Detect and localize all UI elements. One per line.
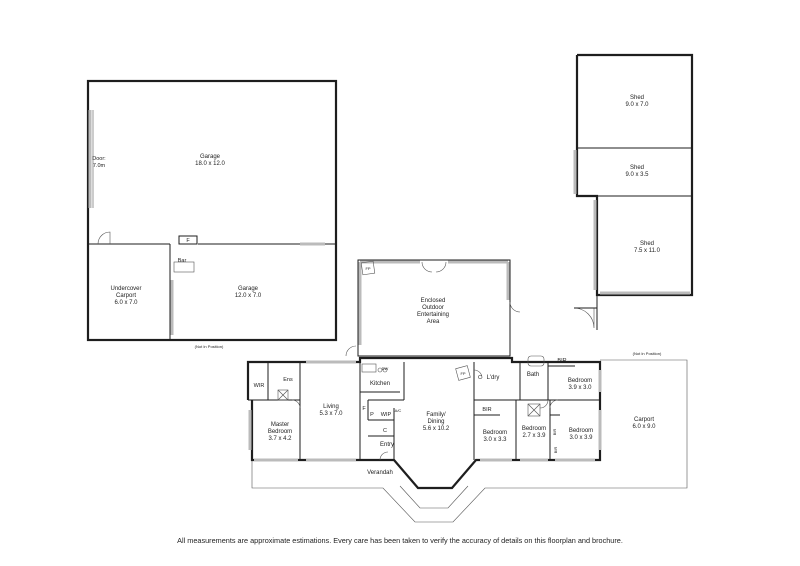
pantry-f-label: F bbox=[362, 406, 366, 412]
bedroom-1-size: 3.9 x 3.0 bbox=[568, 385, 592, 391]
bir-bed4-label: BIR bbox=[553, 447, 558, 454]
living-name: Living bbox=[323, 404, 339, 410]
carport-size: 6.0 x 9.0 bbox=[632, 424, 656, 430]
entry-closet-label: C bbox=[383, 428, 387, 434]
shed-complex bbox=[573, 53, 694, 330]
master-bedroom-size: 3.7 x 4.2 bbox=[268, 436, 292, 442]
garage-small-name: Garage bbox=[238, 286, 259, 292]
laundry-label: L'dry bbox=[487, 375, 500, 381]
undercover-carport-line2: Carport bbox=[116, 293, 136, 299]
shed-3-size: 7.5 x 11.0 bbox=[634, 248, 661, 254]
kitchen-label: Kitchen bbox=[370, 381, 390, 387]
bedroom-3-name: Bedroom bbox=[522, 426, 546, 432]
garage-main-name: Garage bbox=[200, 154, 221, 160]
laundry-closet-label: C bbox=[478, 375, 482, 381]
master-bedroom-line2: Bedroom bbox=[268, 429, 292, 435]
bedroom-4-size: 3.0 x 3.9 bbox=[569, 435, 593, 441]
bedroom-1-name: Bedroom bbox=[568, 378, 592, 384]
undercover-carport-line1: Undercover bbox=[110, 286, 141, 292]
garage-door-label: Door: bbox=[92, 156, 106, 162]
bir-bed3-label: BIR bbox=[552, 429, 557, 436]
garage-complex bbox=[86, 79, 338, 342]
outdoor-line1: Enclosed bbox=[421, 298, 446, 304]
verandah-label: Verandah bbox=[367, 470, 393, 476]
shed-1-size: 9.0 x 7.0 bbox=[625, 102, 649, 108]
aircon-label: A/C bbox=[395, 408, 402, 413]
not-in-position-right: (Not In Position) bbox=[633, 351, 662, 356]
bir-top-label: BIR bbox=[557, 358, 566, 364]
bedroom-2-name: Bedroom bbox=[483, 430, 507, 436]
ensuite-label: Ens bbox=[283, 377, 293, 383]
not-in-position-left: (Not In Position) bbox=[195, 344, 224, 349]
main-house bbox=[246, 355, 688, 523]
garage-fireplace-label: F bbox=[186, 238, 190, 244]
family-dining-line2: Dining bbox=[427, 419, 444, 425]
wip-label: WIP bbox=[381, 412, 392, 418]
bedroom-4-name: Bedroom bbox=[569, 428, 593, 434]
shed-1-name: Shed bbox=[630, 95, 644, 101]
family-dining-size: 5.6 x 10.2 bbox=[423, 426, 450, 432]
garage-small-size: 12.0 x 7.0 bbox=[235, 293, 262, 299]
master-bedroom-line1: Master bbox=[271, 422, 289, 428]
outdoor-line4: Area bbox=[427, 319, 440, 325]
pantry-p-label: P bbox=[370, 412, 374, 418]
dishwasher-label: DW bbox=[382, 366, 389, 371]
bir-bed2-label: BIR bbox=[482, 407, 491, 413]
bar-label: Bar bbox=[178, 258, 187, 264]
wir-label: WIR bbox=[254, 383, 265, 389]
shed-2-size: 9.0 x 3.5 bbox=[625, 172, 649, 178]
shed-3-name: Shed bbox=[640, 241, 654, 247]
garage-door-width: 7.0m bbox=[93, 163, 106, 169]
outdoor-line3: Entertaining bbox=[417, 312, 449, 318]
outdoor-entertaining-area bbox=[345, 259, 521, 357]
undercover-carport-size: 6.0 x 7.0 bbox=[114, 300, 138, 306]
outdoor-fp-label: FP bbox=[365, 266, 370, 271]
family-fp-label: FP bbox=[460, 371, 465, 376]
shed-2-name: Shed bbox=[630, 165, 644, 171]
family-dining-line1: Family/ bbox=[426, 412, 446, 418]
bath-label: Bath bbox=[527, 372, 539, 378]
living-size: 5.3 x 7.0 bbox=[319, 411, 343, 417]
outdoor-line2: Outdoor bbox=[422, 305, 444, 311]
disclaimer-footer: All measurements are approximate estimat… bbox=[177, 536, 623, 545]
entry-label: Entry bbox=[380, 442, 394, 448]
garage-main-size: 18.0 x 12.0 bbox=[195, 161, 225, 167]
bedroom-3-size: 2.7 x 3.9 bbox=[522, 433, 546, 439]
carport-name: Carport bbox=[634, 417, 654, 423]
bedroom-2-size: 3.0 x 3.3 bbox=[483, 437, 507, 443]
